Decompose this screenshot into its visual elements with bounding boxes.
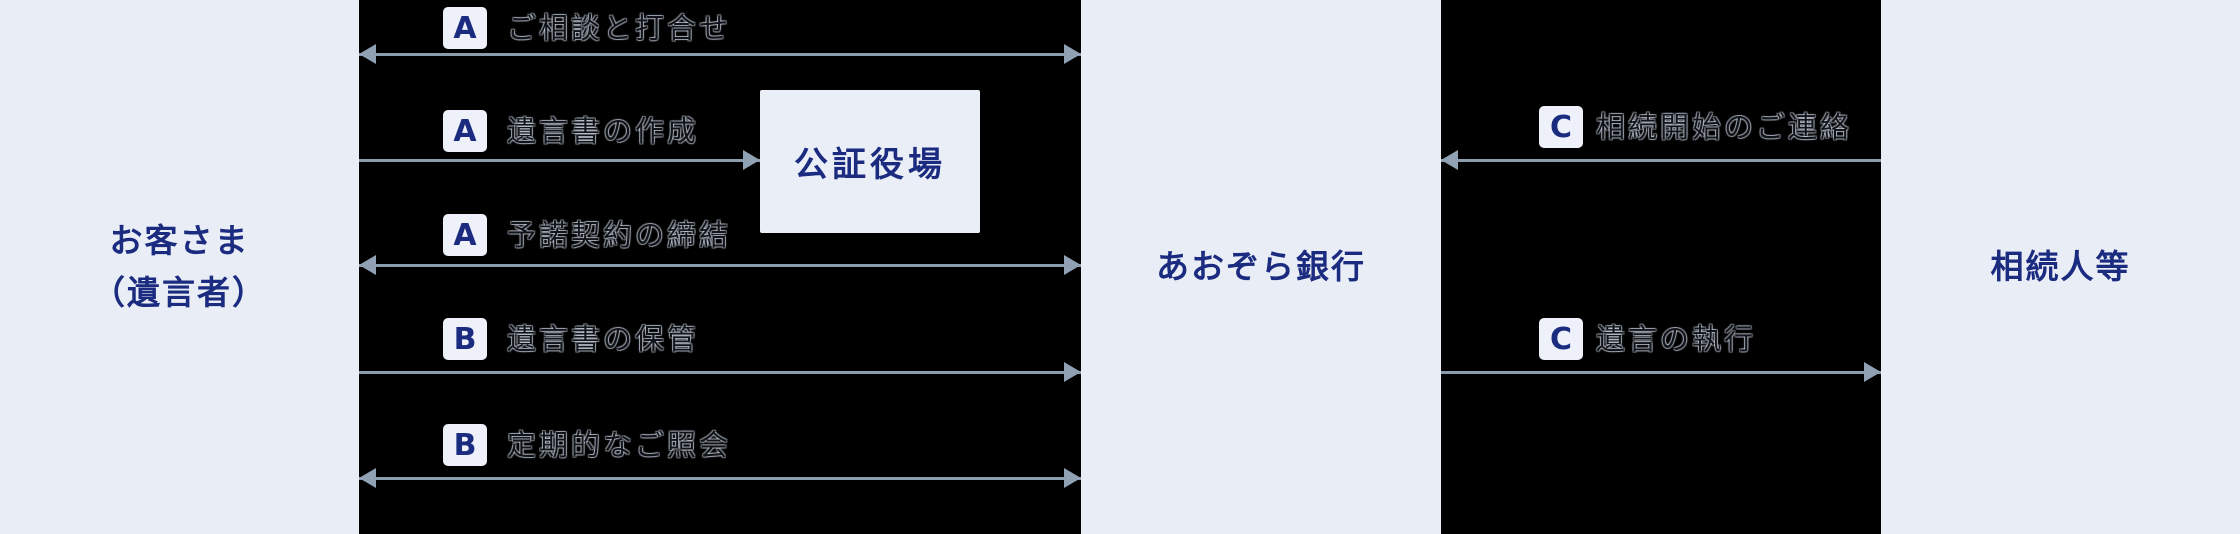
- arrowhead-right-icon: [1064, 44, 1081, 64]
- flow-periodic-inquiry: B 定期的なご照会: [359, 424, 1081, 468]
- flow-will-storage: B 遺言書の保管: [359, 318, 1081, 362]
- arrowhead-right-icon: [1864, 362, 1881, 382]
- arrow-right-icon: [1441, 362, 1881, 382]
- flow-consultation-label: ご相談と打合せ: [507, 11, 732, 45]
- flow-consultation: A ご相談と打合せ: [359, 7, 1081, 51]
- step-badge-a2: A: [443, 110, 487, 152]
- arrowhead-right-icon: [1064, 468, 1081, 488]
- step-badge-a1: A: [443, 7, 487, 49]
- arrow-right-to-notary-icon: [359, 150, 760, 170]
- flow-acceptance-contract-label: 予諾契約の締結: [507, 218, 732, 252]
- flow-will-storage-label: 遺言書の保管: [507, 322, 700, 356]
- arrowhead-left-icon: [359, 255, 376, 275]
- arrow-both-icon: [359, 44, 1081, 64]
- flow-periodic-inquiry-label: 定期的なご照会: [507, 428, 732, 462]
- arrow-right-icon: [359, 362, 1081, 382]
- flow-acceptance-contract: A 予諾契約の締結: [359, 214, 1081, 258]
- actor-customer: お客さま （遺言者）: [0, 0, 359, 534]
- step-badge-a3: A: [443, 214, 487, 256]
- step-badge-c2: C: [1539, 318, 1583, 360]
- flow-will-execution: C 遺言の執行: [1441, 318, 1881, 362]
- panel-customer-bank-flows: A ご相談と打合せ A 遺言書の作成 公証役場 A 予諾契約の締結 B 遺言: [359, 0, 1081, 534]
- actor-bank: あおぞら銀行: [1081, 0, 1441, 534]
- actor-customer-line2: （遺言者）: [92, 273, 267, 312]
- flow-will-creation: A 遺言書の作成: [359, 110, 1081, 154]
- actor-heirs: 相続人等: [1881, 0, 2240, 534]
- arrowhead-left-icon: [359, 468, 376, 488]
- notary-office-box: 公証役場: [760, 90, 980, 233]
- step-badge-b2: B: [443, 424, 487, 466]
- actor-bank-label: あおぞら銀行: [1156, 247, 1366, 286]
- arrow-left-icon: [1441, 150, 1881, 170]
- arrowhead-right-icon: [1064, 362, 1081, 382]
- notary-office-label: 公証役場: [794, 145, 946, 185]
- flow-inheritance-notice: C 相続開始のご連絡: [1441, 106, 1881, 150]
- panel-bank-heirs-flows: C 相続開始のご連絡 C 遺言の執行: [1441, 0, 1881, 534]
- arrowhead-right-icon: [1064, 255, 1081, 275]
- arrow-both-icon: [359, 468, 1081, 488]
- step-badge-c1: C: [1539, 106, 1583, 148]
- arrowhead-left-icon: [359, 44, 376, 64]
- arrow-both-icon: [359, 255, 1081, 275]
- flow-inheritance-notice-label: 相続開始のご連絡: [1596, 110, 1853, 144]
- step-badge-b1: B: [443, 318, 487, 360]
- arrowhead-left-icon: [1441, 150, 1458, 170]
- actor-customer-line1: お客さま: [109, 221, 250, 260]
- actor-heirs-label: 相続人等: [1990, 247, 2131, 286]
- arrowhead-right-icon: [743, 150, 760, 170]
- flow-will-execution-label: 遺言の執行: [1596, 322, 1757, 356]
- flow-will-creation-label: 遺言書の作成: [507, 114, 700, 148]
